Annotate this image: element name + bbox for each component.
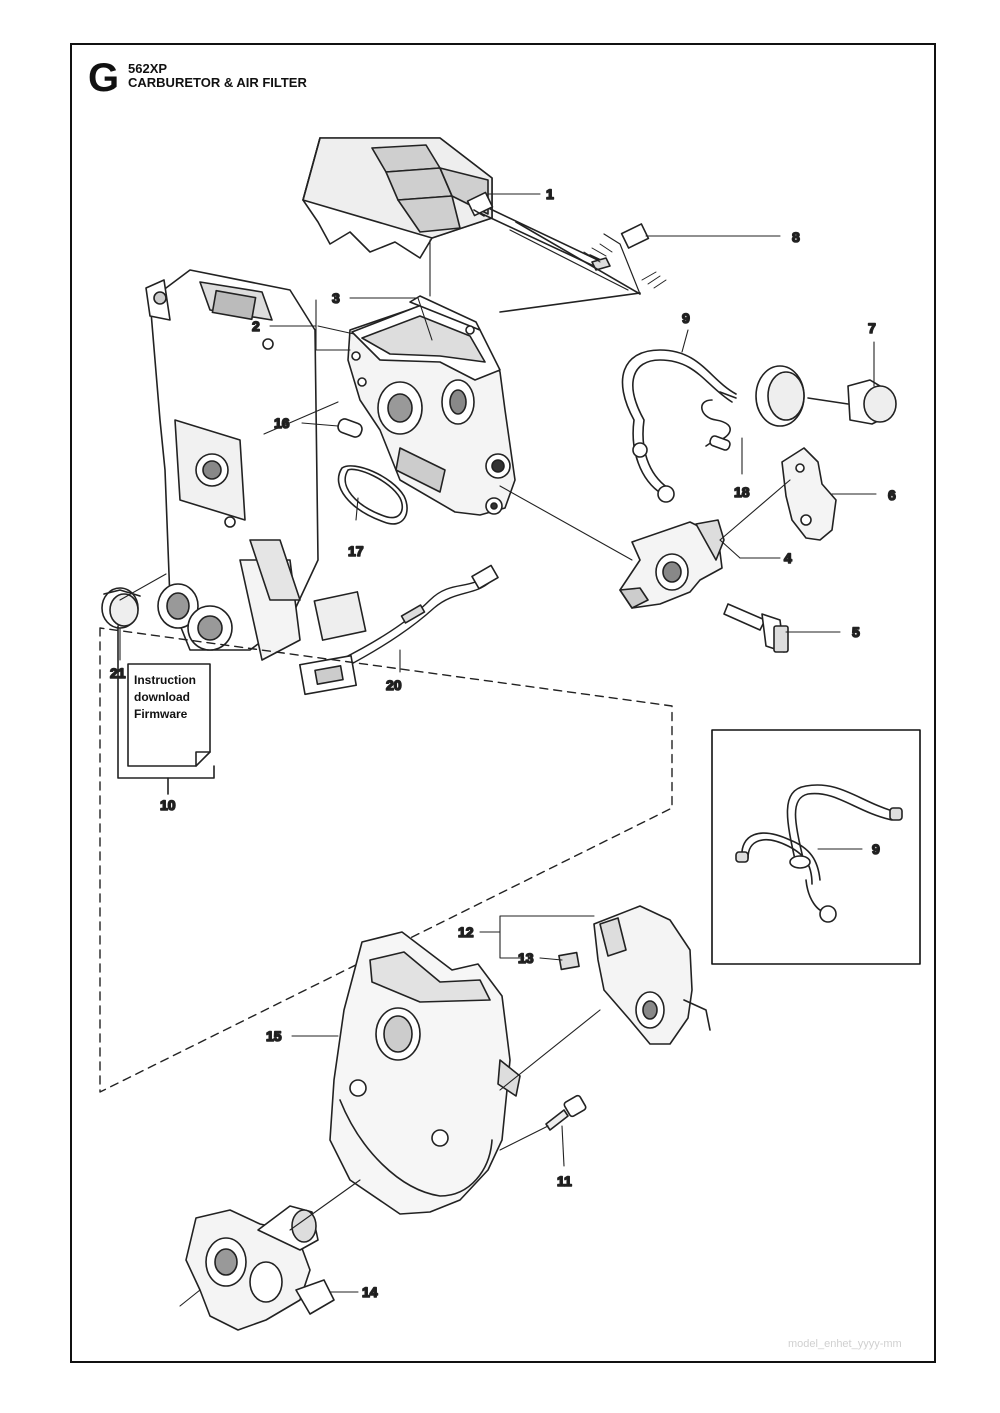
carburetor-housing-part bbox=[347, 295, 516, 516]
callout-8: 8 bbox=[792, 229, 800, 245]
callout-5: 5 bbox=[852, 624, 860, 640]
callout-18: 18 bbox=[734, 484, 750, 500]
callout-13: 13 bbox=[518, 950, 534, 966]
callout-10: 10 bbox=[160, 797, 176, 813]
fuel-hose-part bbox=[621, 349, 737, 503]
carburetor-part bbox=[145, 269, 367, 661]
bolt-part-5 bbox=[723, 603, 789, 653]
document-label-line-1: Instruction bbox=[134, 673, 196, 687]
document-part bbox=[127, 663, 211, 767]
intake-manifold-part bbox=[185, 1205, 335, 1331]
callout-4: 4 bbox=[784, 550, 792, 566]
callout-labels: 1 2 3 4 5 6 7 8 9 9 10 11 12 13 14 15 16… bbox=[109, 185, 897, 1301]
document-label-line-2: download bbox=[134, 690, 190, 704]
callout-9: 9 bbox=[682, 310, 690, 326]
intake-ring-part bbox=[101, 587, 141, 629]
model-name: 562XP bbox=[128, 61, 168, 76]
callout-12: 12 bbox=[458, 924, 474, 940]
callout-15: 15 bbox=[266, 1028, 282, 1044]
fuel-hose-variant-part bbox=[735, 784, 903, 923]
air-filter-part bbox=[302, 137, 493, 259]
callout-1: 1 bbox=[546, 186, 554, 202]
document-label: Instruction download Firmware bbox=[134, 672, 214, 723]
gasket-parts bbox=[337, 418, 408, 525]
callout-21: 21 bbox=[110, 665, 126, 681]
callout-2: 2 bbox=[252, 318, 260, 334]
dashed-group-outline bbox=[99, 627, 673, 1093]
watermark: model_enhet_yyyy-mm bbox=[788, 1338, 902, 1350]
cable-harness-part bbox=[298, 564, 499, 696]
callout-3: 3 bbox=[332, 290, 340, 306]
callout-16: 16 bbox=[274, 415, 290, 431]
carburetor-cover-part bbox=[329, 931, 521, 1215]
bracket-10 bbox=[117, 625, 215, 779]
drawing-frame bbox=[70, 43, 936, 1363]
callout-14: 14 bbox=[362, 1284, 378, 1300]
callout-11: 11 bbox=[557, 1173, 572, 1189]
callout-6: 6 bbox=[888, 487, 896, 503]
screw-part-8 bbox=[466, 191, 667, 313]
section-letter: G bbox=[88, 56, 120, 100]
callout-9-inset: 9 bbox=[872, 841, 880, 857]
inset-box bbox=[711, 729, 921, 965]
leader-lines bbox=[119, 193, 877, 1307]
callout-7: 7 bbox=[868, 320, 876, 336]
intake-bracket-part bbox=[558, 905, 711, 1045]
choke-bracket-part bbox=[619, 519, 725, 609]
page-title: CARBURETOR & AIR FILTER bbox=[128, 75, 307, 90]
callout-17: 17 bbox=[348, 543, 364, 559]
primer-bulb-part bbox=[755, 365, 897, 427]
lever-plate-part bbox=[781, 447, 837, 541]
callout-20: 20 bbox=[386, 677, 402, 693]
screw-part-11 bbox=[545, 1094, 587, 1131]
document-label-line-3: Firmware bbox=[134, 707, 188, 721]
